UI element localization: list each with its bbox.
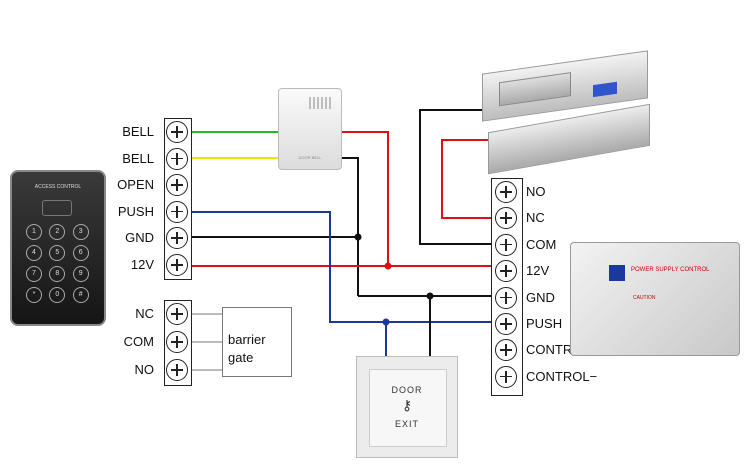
- barrier-label-2: gate: [228, 350, 254, 365]
- junction-dot: [382, 318, 390, 326]
- left-terminal-strip: [164, 118, 192, 280]
- left-terminal-screw-icon: [166, 174, 188, 197]
- right-terminal-screw-icon: [495, 313, 517, 335]
- wire-lock-com: [419, 109, 495, 245]
- left-terminal-label: PUSH: [117, 203, 154, 219]
- barrier-label-1: barrier: [228, 332, 266, 347]
- left-terminal-screw-icon: [166, 200, 188, 223]
- power-supply-title: POWER SUPPLY CONTROL: [631, 267, 710, 273]
- right-terminal-screw-icon: [495, 207, 517, 230]
- right-terminal-label: COM: [526, 236, 557, 252]
- right-terminal-screw-icon: [495, 286, 517, 309]
- wire-lock-nc: [441, 139, 495, 219]
- speaker-grill-icon: [309, 97, 331, 109]
- power-supply: POWER SUPPLY CONTROL CAUTION: [570, 242, 740, 356]
- right-terminal-label: PUSH: [526, 316, 563, 331]
- barrier-terminal-screw-icon: [166, 331, 188, 353]
- right-terminal-label: GND: [526, 289, 555, 305]
- barrier-terminal-label: NC: [135, 306, 154, 321]
- left-terminal-label: 12V: [130, 257, 154, 272]
- right-terminal-label: 12V: [526, 263, 550, 279]
- right-terminal-screw-icon: [495, 233, 517, 256]
- keypad-key: 0: [49, 287, 66, 303]
- rfid-icon: [42, 200, 72, 216]
- keypad-key: 6: [72, 245, 89, 261]
- barrier-terminal-screw-icon: [166, 359, 188, 381]
- right-terminal-label: NO: [526, 184, 546, 199]
- keypad-key: 7: [26, 266, 42, 282]
- doorbell: DOOR BELL: [278, 88, 342, 170]
- junction-dot: [426, 292, 434, 300]
- keypad-key: *: [26, 287, 42, 303]
- key-icon: ⚷: [401, 397, 413, 413]
- keypad-key: 1: [26, 224, 42, 240]
- right-terminal-screw-icon: [495, 365, 517, 388]
- barrier-terminal-label: COM: [123, 334, 154, 349]
- right-terminal-screw-icon: [495, 181, 517, 203]
- junction-dot: [354, 233, 362, 241]
- right-terminal-label: NC: [526, 210, 545, 226]
- left-terminal-screw-icon: [166, 121, 188, 143]
- left-terminal-label: BELL: [122, 150, 154, 166]
- right-terminal-label: CONTROL−: [526, 368, 598, 384]
- exit-button-line1: DOOR: [391, 385, 423, 395]
- brand-logo-icon: [609, 265, 625, 281]
- right-terminal-screw-icon: [495, 339, 517, 362]
- keypad-key: 3: [72, 224, 89, 240]
- keypad-key: 4: [26, 245, 42, 261]
- lock-plate-icon: [499, 72, 571, 107]
- keypad-title: ACCESS CONTROL: [34, 184, 82, 190]
- exit-button-line2: EXIT: [394, 419, 419, 429]
- wire-push: [190, 211, 495, 323]
- doorbell-label: DOOR BELL: [298, 155, 322, 160]
- left-terminal-label: OPEN: [117, 177, 154, 193]
- exit-button: DOOR ⚷ EXIT: [356, 356, 458, 458]
- wire-bell-black: [340, 157, 359, 296]
- junction-dot: [384, 262, 392, 270]
- keypad-key: 2: [49, 224, 66, 240]
- barrier-terminal-label: NO: [134, 362, 155, 377]
- keypad-key: 9: [72, 266, 89, 282]
- left-terminal-label: BELL: [122, 124, 154, 139]
- barrier-gate-box: barrier gate: [222, 307, 292, 377]
- wire-bell-red: [340, 131, 389, 268]
- left-terminal-screw-icon: [166, 147, 188, 170]
- left-terminal-screw-icon: [166, 254, 188, 276]
- barrier-terminal-screw-icon: [166, 303, 188, 325]
- right-terminal-screw-icon: [495, 260, 517, 283]
- keypad-key: #: [72, 287, 89, 303]
- lock-label-icon: [593, 81, 617, 98]
- keypad-key: 5: [49, 245, 66, 261]
- left-terminal-label: GND: [125, 230, 154, 246]
- keypad-key: 8: [49, 266, 66, 282]
- caution-label: CAUTION: [633, 295, 656, 301]
- left-terminal-screw-icon: [166, 227, 188, 250]
